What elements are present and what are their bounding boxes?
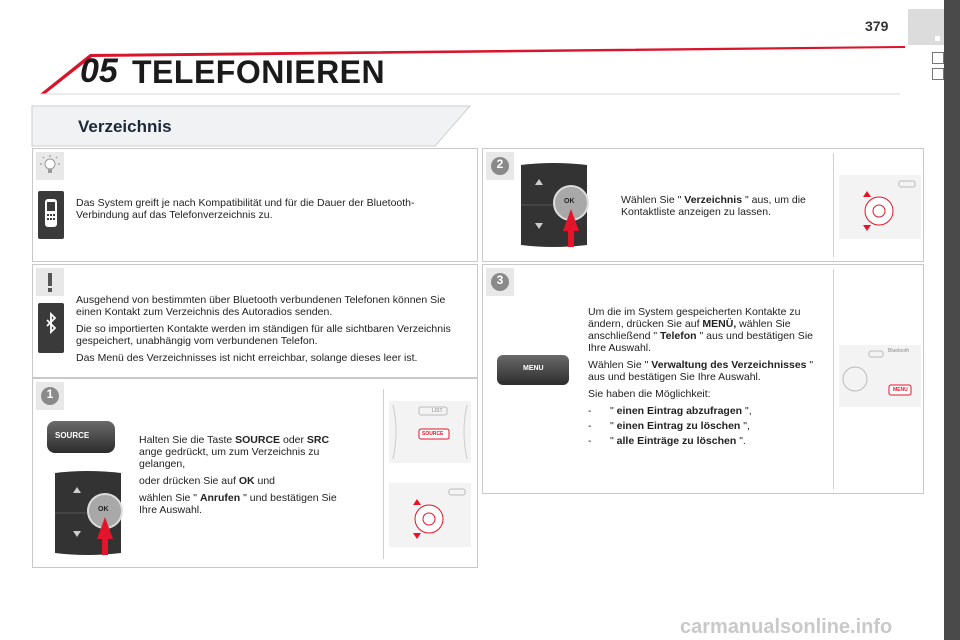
radio-source-illustration [389, 401, 471, 463]
step-3-number: 3 [496, 273, 504, 287]
warning-paragraph: Die so importierten Kontakte werden im s… [76, 323, 451, 347]
header-swoosh [40, 46, 905, 95]
radio-ok-illustration [839, 175, 921, 239]
warning-paragraph: Ausgehend von bestimmten über Bluetooth … [76, 294, 446, 318]
ok-label: OK [98, 506, 109, 513]
option-item: -" einen Eintrag abzufragen ", [588, 405, 752, 417]
radio-ok-illustration [389, 483, 471, 547]
divider [833, 269, 834, 489]
step-2-badge [486, 152, 514, 180]
source-label: SOURCE [55, 431, 90, 440]
divider [383, 389, 384, 559]
step-2-number: 2 [496, 157, 504, 171]
warning-paragraph: Das Menü des Verzeichnisses ist nicht er… [76, 352, 418, 364]
radio-list-label: LIST [432, 408, 443, 414]
corner-tab [908, 9, 944, 45]
menu-label: MENU [523, 365, 544, 372]
warning-text: Ausgehend von bestimmten über Bluetooth … [76, 294, 468, 369]
step-3-panel: 3 MENU Um die im System gespeicherten Ko… [482, 264, 924, 494]
lightbulb-icon [36, 152, 64, 180]
step-2-text: Wählen Sie " Verzeichnis " aus, um die K… [621, 194, 806, 218]
divider [833, 153, 834, 257]
step-1-badge [36, 382, 64, 410]
phone-icon [38, 191, 64, 239]
tab-marker [932, 52, 944, 64]
tab-marker [932, 68, 944, 80]
chapter-title: TELEFONIEREN [132, 54, 386, 90]
step-1-text: Halten Sie die Taste SOURCE oder SRC ang… [139, 434, 337, 516]
section-band [31, 105, 472, 147]
step-3-badge [486, 268, 514, 296]
page-number: 379 [865, 18, 889, 34]
warning-panel: Ausgehend von bestimmten über Bluetooth … [32, 264, 478, 378]
steering-control-ok [521, 163, 589, 247]
chapter-number: 05 [80, 52, 118, 90]
warning-icon [36, 268, 64, 296]
info-panel: Das System greift je nach Kompatibilität… [32, 148, 478, 262]
right-sidebar [944, 0, 960, 640]
radio-menu-label: MENU [893, 387, 908, 393]
option-item: -" alle Einträge zu löschen ". [588, 435, 746, 447]
step-1-number: 1 [46, 387, 54, 401]
section-title: Verzeichnis [78, 117, 172, 136]
source-button: SOURCE [47, 421, 115, 453]
ok-label: OK [564, 198, 575, 205]
step-3-text: Um die im System gespeicherten Kontakte … [588, 306, 822, 450]
radio-bluetooth-label: Bluetooth [888, 348, 910, 354]
radio-source-label: SOURCE [422, 431, 444, 437]
radio-menu-illustration [839, 345, 921, 407]
steering-control-ok [55, 471, 123, 555]
step-1-panel: 1 SOURCE OK Halten Sie die Taste SOURCE … [32, 378, 478, 568]
info-text: Das System greift je nach Kompatibilität… [76, 197, 415, 221]
footer-watermark: carmanualsonline.info [680, 616, 893, 638]
option-item: -" einen Eintrag zu löschen ", [588, 420, 750, 432]
menu-button: MENU [497, 355, 569, 385]
bluetooth-icon [38, 303, 64, 353]
step-2-panel: 2 OK Wählen Sie " Verzeichnis " aus, um … [482, 148, 924, 262]
